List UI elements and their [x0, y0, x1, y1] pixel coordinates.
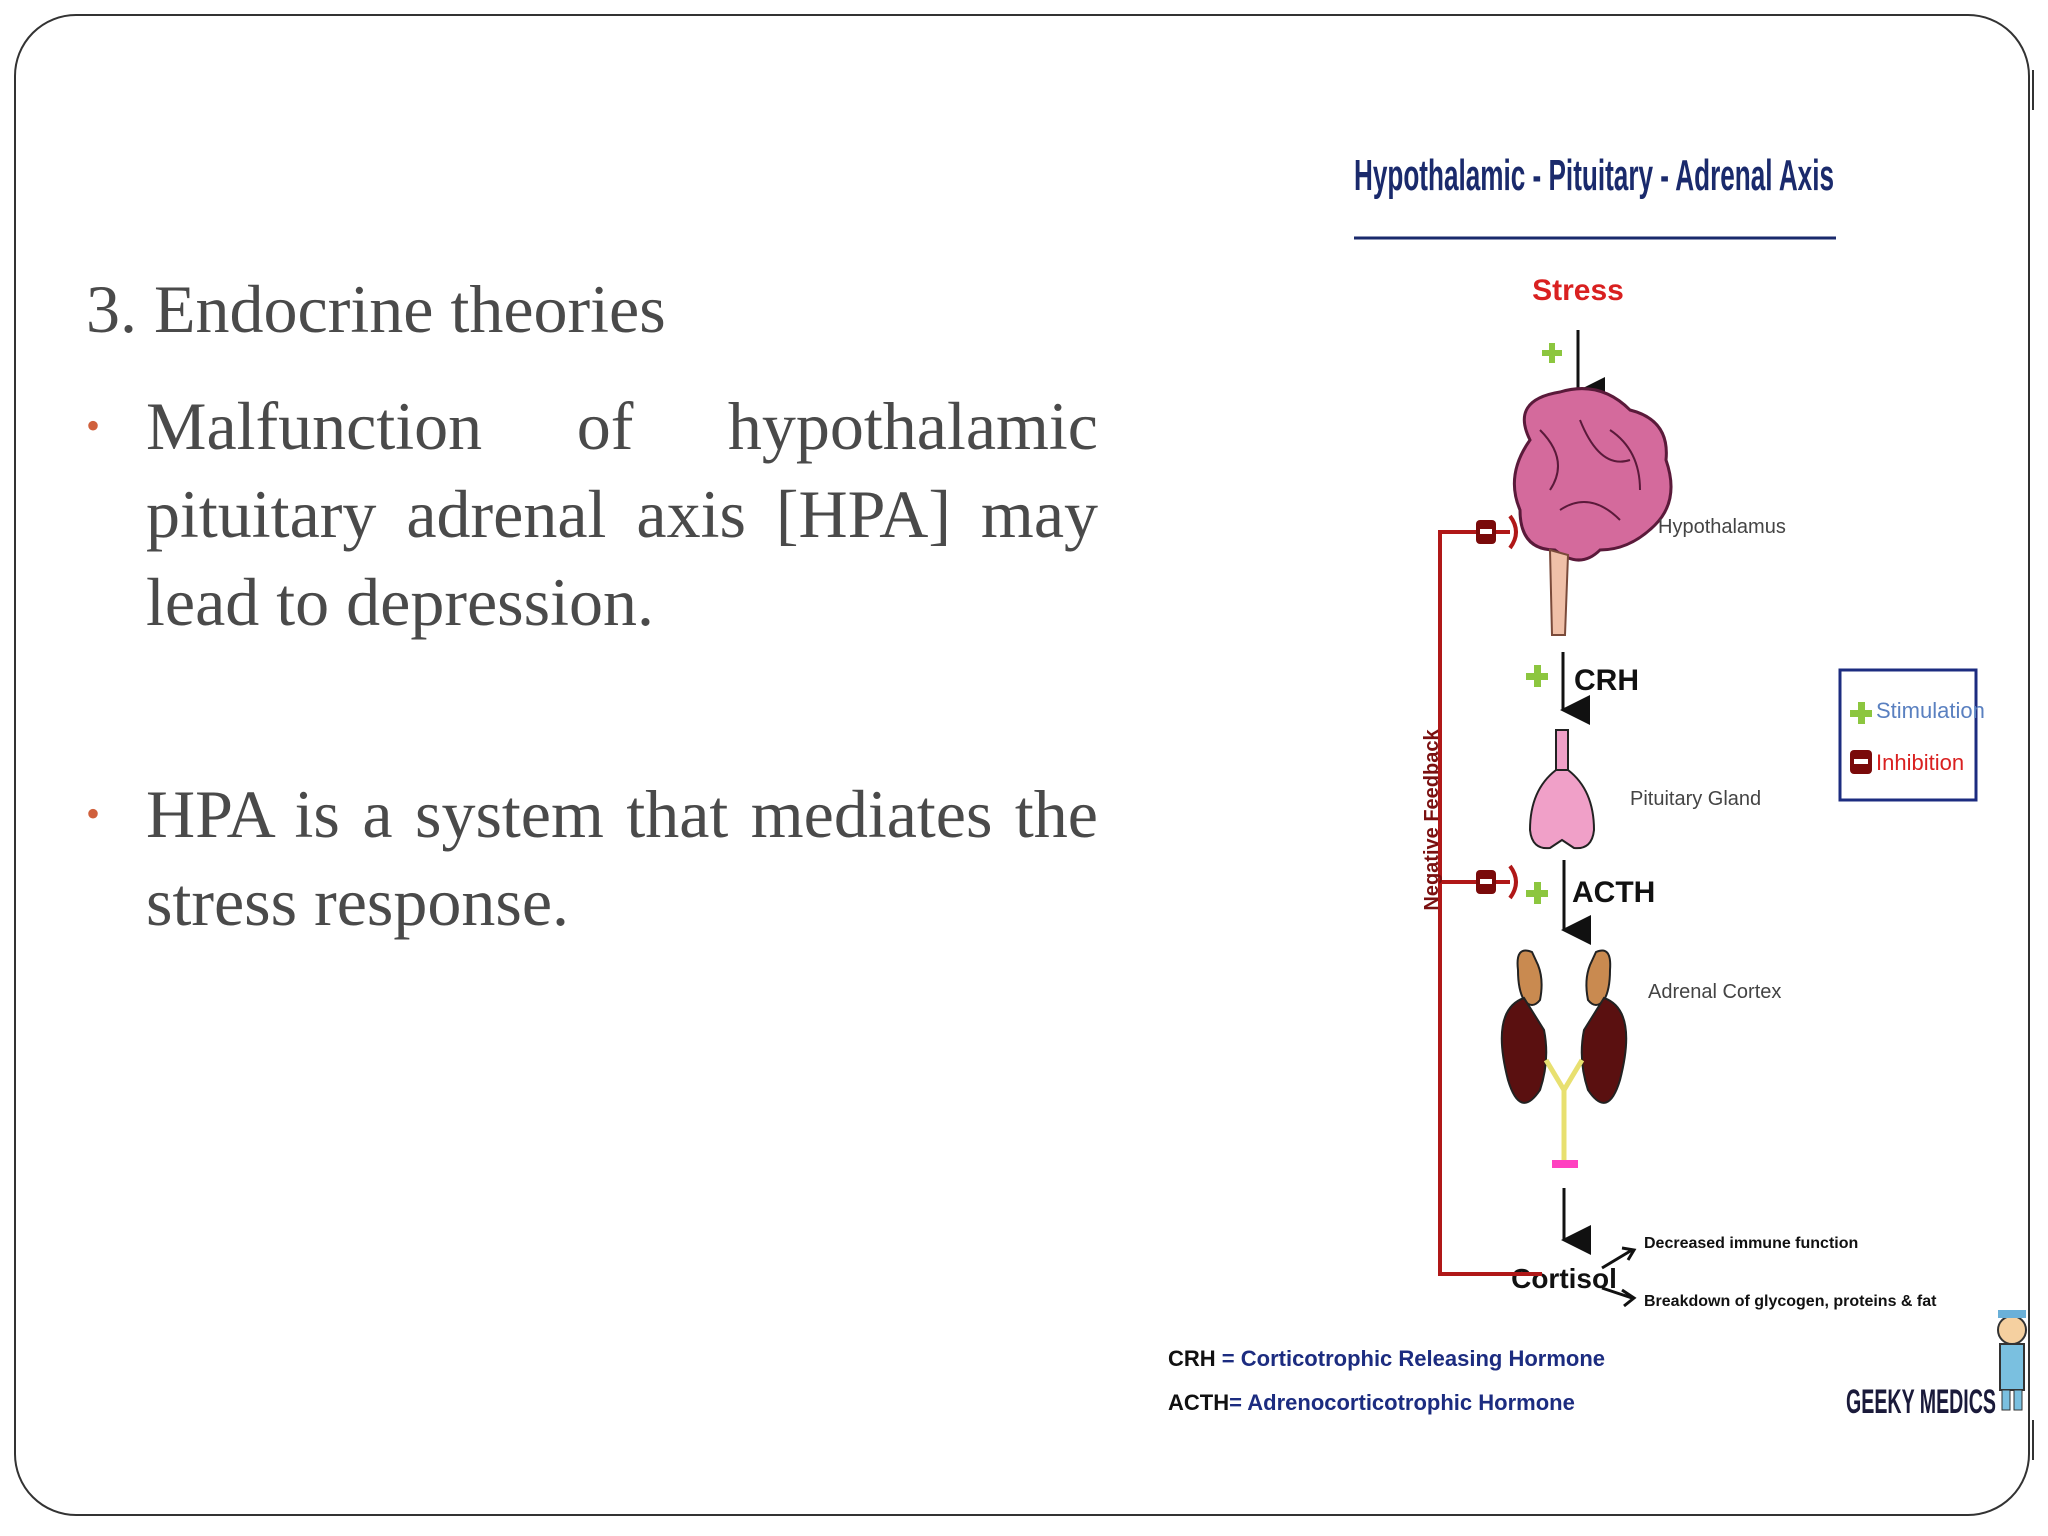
legend-inhibition: Inhibition: [1876, 750, 1964, 775]
stimulation-plus-icon: [1542, 343, 1562, 363]
abbrev-crh-def: = Corticotrophic Releasing Hormone: [1216, 1346, 1605, 1371]
cortisol-label: Cortisol: [1511, 1263, 1617, 1294]
hypothalamus-brain-icon: [1512, 387, 1673, 636]
diagram-title: Hypothalamic - Pituitary - Adrenal Axis: [1354, 151, 1834, 200]
crh-label: CRH: [1574, 664, 1639, 697]
inhibition-minus-icon: [1476, 520, 1496, 544]
abbrev-acth-key: ACTH: [1168, 1390, 1229, 1415]
hypothalamus-label: Hypothalamus: [1658, 516, 1786, 538]
pituitary-gland-icon: [1528, 729, 1596, 850]
acth-label: ACTH: [1572, 876, 1655, 909]
brand-logo-text: GEEKY MEDICS: [1846, 1383, 1996, 1421]
slide-heading: 3. Endocrine theories: [86, 271, 666, 347]
bullet-dot: •: [86, 791, 101, 836]
negative-feedback-loop: [1438, 514, 1542, 1276]
effect-arrow-up: [1601, 1246, 1637, 1270]
effect-immune-label: Decreased immune function: [1644, 1235, 1858, 1252]
abbrev-acth-def: = Adrenocorticotrophic Hormone: [1229, 1390, 1575, 1415]
effect-arrow-down: [1601, 1286, 1637, 1308]
slide-frame: [14, 14, 2030, 1516]
abbrev-crh-key: CRH: [1168, 1346, 1216, 1371]
negative-feedback-label: Negative Feedback: [1421, 729, 1443, 911]
bullet-text: Malfunction of hypothalamic pituitary ad…: [146, 388, 1098, 640]
bullet-text: HPA is a system that mediates the stress…: [146, 776, 1098, 940]
stimulation-plus-icon: [1526, 882, 1548, 904]
legend-stimulation: Stimulation: [1876, 698, 1985, 723]
stimulation-plus-icon: [1526, 665, 1548, 687]
adrenal-label: Adrenal Cortex: [1648, 981, 1781, 1003]
bullet-dot: •: [86, 403, 101, 448]
bullet-item: • HPA is a system that mediates the stre…: [86, 770, 1098, 946]
inhibition-minus-icon: [1476, 870, 1496, 894]
hpa-axis-diagram: Hypothalamic - Pituitary - Adrenal Axis …: [1160, 130, 2030, 1450]
adrenal-cortex-icon: [1500, 949, 1628, 1168]
stress-label: Stress: [1532, 274, 1624, 307]
effect-breakdown-label: Breakdown of glycogen, proteins & fat: [1644, 1293, 1937, 1310]
bullet-item: • Malfunction of hypothalamic pituitary …: [86, 382, 1098, 646]
doctor-mascot-icon: [1997, 1310, 2027, 1411]
frame-tail-top: [2032, 70, 2034, 110]
frame-tail-bottom: [2032, 1420, 2034, 1460]
pituitary-label: Pituitary Gland: [1630, 788, 1761, 810]
abbrev-acth: ACTH= Adrenocorticotrophic Hormone: [1168, 1390, 1575, 1415]
diagram-legend: [1838, 668, 1978, 802]
abbrev-crh: CRH = Corticotrophic Releasing Hormone: [1168, 1346, 1605, 1371]
